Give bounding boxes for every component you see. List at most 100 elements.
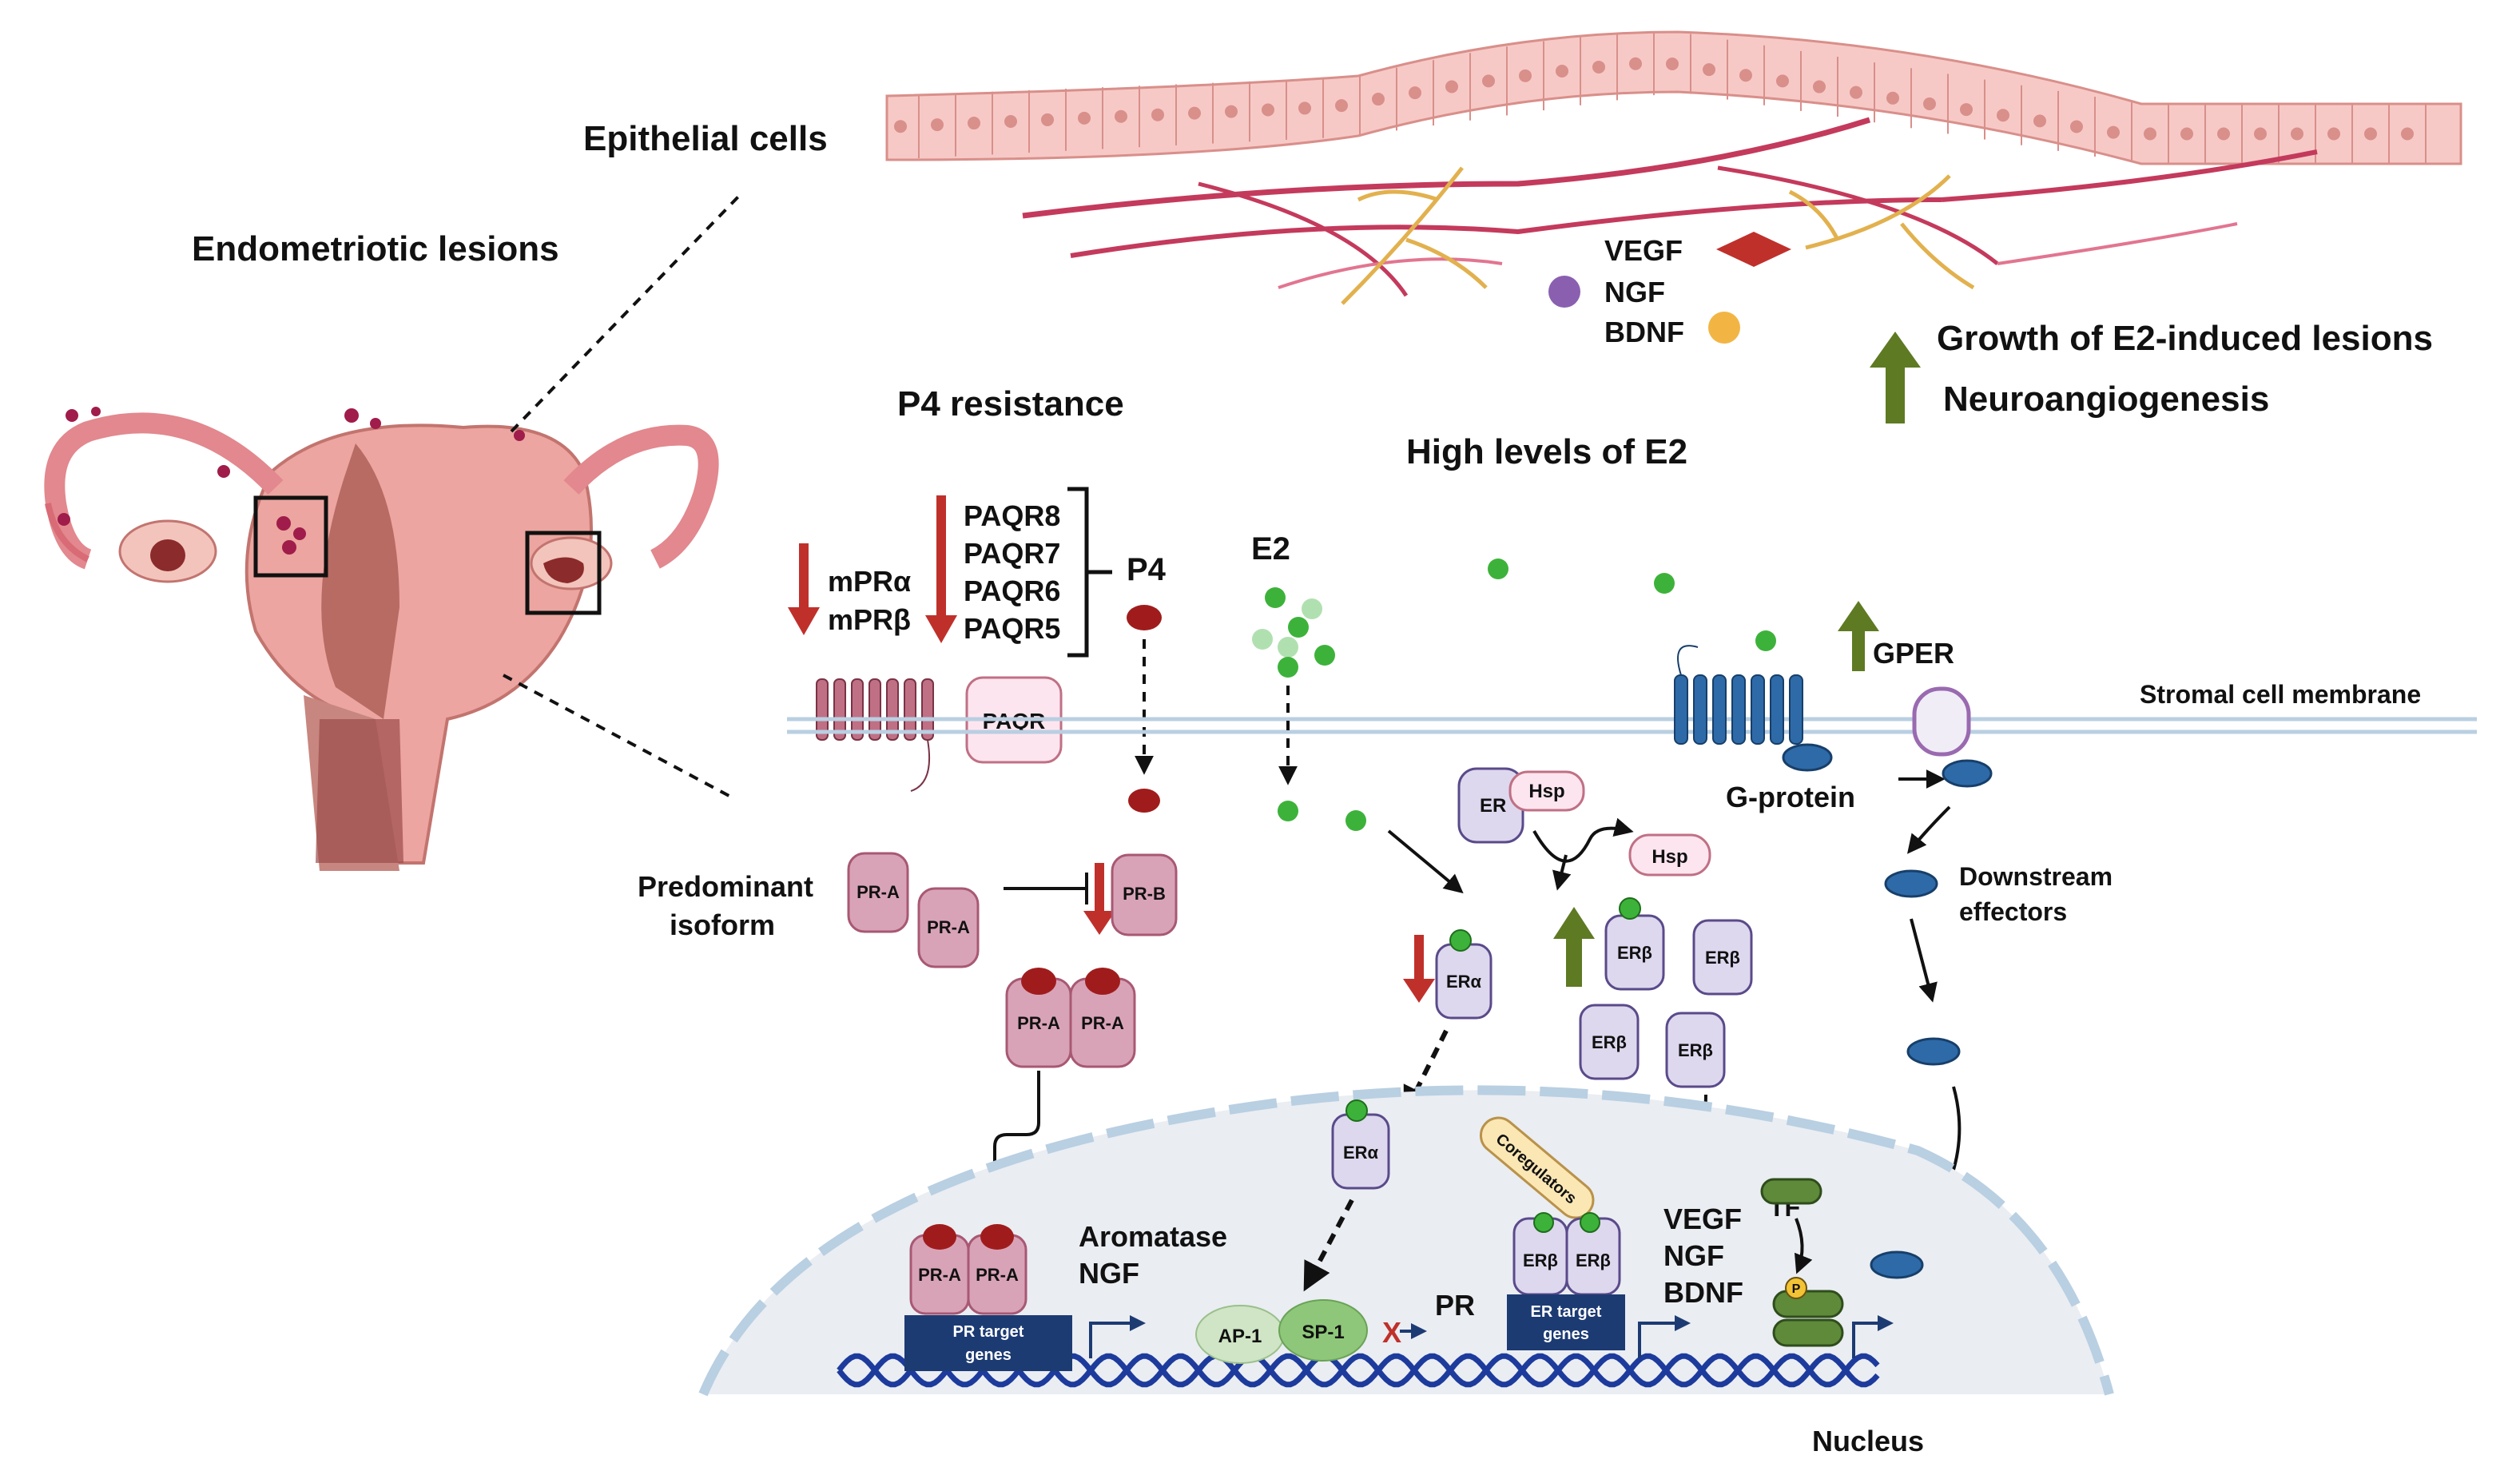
gper-label: GPER — [1873, 637, 1954, 670]
pra-label-1: PR-A — [857, 882, 900, 902]
hsp-free-box — [1628, 833, 1711, 877]
phospho-icon — [1785, 1277, 1807, 1299]
ngf-nucleus-label-2: NGF — [1663, 1239, 1724, 1272]
high-e2-label: High levels of E2 — [1406, 432, 1687, 471]
hsp-release-arrow — [1532, 817, 1634, 863]
ngf-nucleus-label: NGF — [1079, 1257, 1139, 1290]
eralpha-cytoplasm-label: ERα — [1446, 972, 1482, 992]
prb-down-arrow-icon — [1083, 863, 1115, 935]
e2-to-er-arrow — [1387, 829, 1464, 894]
e2-particles — [1252, 559, 1776, 678]
cell-nucleus-dot — [968, 117, 980, 130]
e2-inside-2 — [1345, 810, 1366, 831]
hsp-bound-box — [1508, 770, 1585, 812]
cell-nucleus-dot — [1409, 86, 1421, 100]
cell-nucleus-dot — [1960, 103, 1973, 117]
downstream-label-2: effectors — [1959, 897, 2067, 926]
cell-nucleus-dot — [1372, 93, 1385, 106]
hsp-release-down-arrow — [1552, 854, 1572, 891]
pra-dimer-p4-right — [1085, 968, 1120, 995]
pra-box-2 — [917, 887, 980, 968]
downstream-label-1: Downstream — [1959, 862, 2113, 891]
pr-repressed-label: PR — [1435, 1289, 1475, 1322]
cell-nucleus-dot — [1629, 57, 1642, 70]
tf-dna-icon-1 — [1772, 1290, 1844, 1318]
sp1-label: SP-1 — [1302, 1322, 1344, 1343]
ngf-purple-icon — [1548, 276, 1580, 308]
cell-nucleus-dot — [2401, 127, 2414, 141]
prb-box — [1111, 853, 1178, 936]
cell-nucleus-dot — [1666, 57, 1679, 70]
erbeta-dna-e2-left — [1533, 1212, 1554, 1233]
ngf-top-label: NGF — [1604, 276, 1665, 308]
pra-dimer-label-left: PR-A — [1017, 1013, 1060, 1033]
growth-up-arrow-icon — [1870, 332, 1921, 423]
downstream-effector-icon-1 — [1884, 869, 1938, 898]
tf-icon — [1760, 1178, 1822, 1205]
cell-nucleus-dot — [1556, 64, 1568, 78]
cell-nucleus-dot — [1482, 74, 1495, 88]
pra-dna-p4-right — [980, 1224, 1014, 1250]
cell-nucleus-dot — [2107, 125, 2120, 139]
aromatase-label: Aromatase — [1079, 1220, 1227, 1253]
cell-nucleus-dot — [1188, 106, 1201, 120]
effector-arrow-2 — [1910, 918, 1938, 1003]
bdnf-top-label: BDNF — [1604, 316, 1684, 348]
cell-nucleus-dot — [1886, 91, 1899, 105]
cell-nucleus-dot — [2180, 127, 2193, 141]
vegf-diamond-icon — [1716, 232, 1791, 267]
erbeta-label-4: ERβ — [1678, 1040, 1713, 1060]
paqr8-label: PAQR8 — [964, 499, 1060, 532]
eralpha-e2-dot — [1449, 929, 1472, 952]
eralpha-nucleus-label: ERα — [1343, 1143, 1379, 1163]
mpr-receptor-icon — [816, 678, 934, 792]
phospho-label: P — [1792, 1282, 1801, 1296]
gper-effector-receptor — [1912, 686, 1971, 757]
cell-nucleus-dot — [2070, 120, 2083, 133]
vegf-nucleus-label: VEGF — [1663, 1203, 1742, 1235]
e2-inside-1 — [1278, 801, 1298, 821]
pra-box-1 — [847, 852, 909, 933]
cell-nucleus-dot — [1739, 69, 1752, 82]
gprotein-active-icon — [1942, 759, 1993, 788]
erbeta-box-2 — [1692, 919, 1753, 996]
cell-nucleus-dot — [1703, 63, 1715, 77]
cell-nucleus-dot — [1004, 114, 1017, 128]
inhibition-line — [1004, 873, 1088, 904]
erbeta-dna-e2-right — [1580, 1212, 1600, 1233]
erbeta-up-arrow-icon — [1553, 907, 1595, 987]
epithelial-layer — [885, 30, 2462, 305]
paqr-bracket — [1067, 487, 1112, 658]
hsp-free-label: Hsp — [1652, 846, 1687, 868]
cell-nucleus-dot — [2033, 114, 2046, 128]
tf-transcription-arrow — [1852, 1315, 1894, 1358]
stromal-cell-membrane — [787, 717, 2477, 734]
cell-nucleus-dot — [1445, 80, 1458, 93]
cell-nucleus-dot — [2144, 127, 2156, 141]
mpr-down-arrow-icon — [788, 543, 820, 635]
erbeta-box-4 — [1665, 1012, 1726, 1088]
vegf-top-label: VEGF — [1604, 234, 1683, 267]
isoform-label: isoform — [670, 908, 775, 941]
endometriotic-lesions-label: Endometriotic lesions — [192, 229, 559, 268]
cell-nucleus-dot — [1262, 103, 1274, 117]
cell-nucleus-dot — [1997, 109, 2009, 122]
gprotein-bound-icon — [1782, 743, 1833, 772]
eralpha-nucleus-e2-dot — [1345, 1099, 1368, 1122]
er-target-label-2: genes — [1543, 1326, 1589, 1343]
er-target-label-1: ER target — [1531, 1303, 1602, 1321]
cell-nucleus-dot — [1298, 101, 1311, 115]
predominant-label: Predominant — [638, 870, 813, 903]
cell-nucleus-dot — [2254, 127, 2267, 141]
p4-molecule-icon — [1127, 605, 1162, 630]
e2-label: E2 — [1251, 531, 1290, 567]
cell-nucleus-dot — [1923, 97, 1936, 110]
bdnf-orange-icon — [1708, 312, 1740, 344]
tf-down-arrow — [1794, 1218, 1813, 1274]
pra-dimer-p4-left — [1021, 968, 1056, 995]
erbeta-label-3: ERβ — [1592, 1032, 1627, 1052]
epithelial-cells-label: Epithelial cells — [583, 119, 828, 158]
cell-nucleus-dot — [1519, 69, 1532, 82]
tf-dna-icon-2 — [1772, 1318, 1844, 1347]
effector-arrow-1 — [1907, 805, 1951, 854]
